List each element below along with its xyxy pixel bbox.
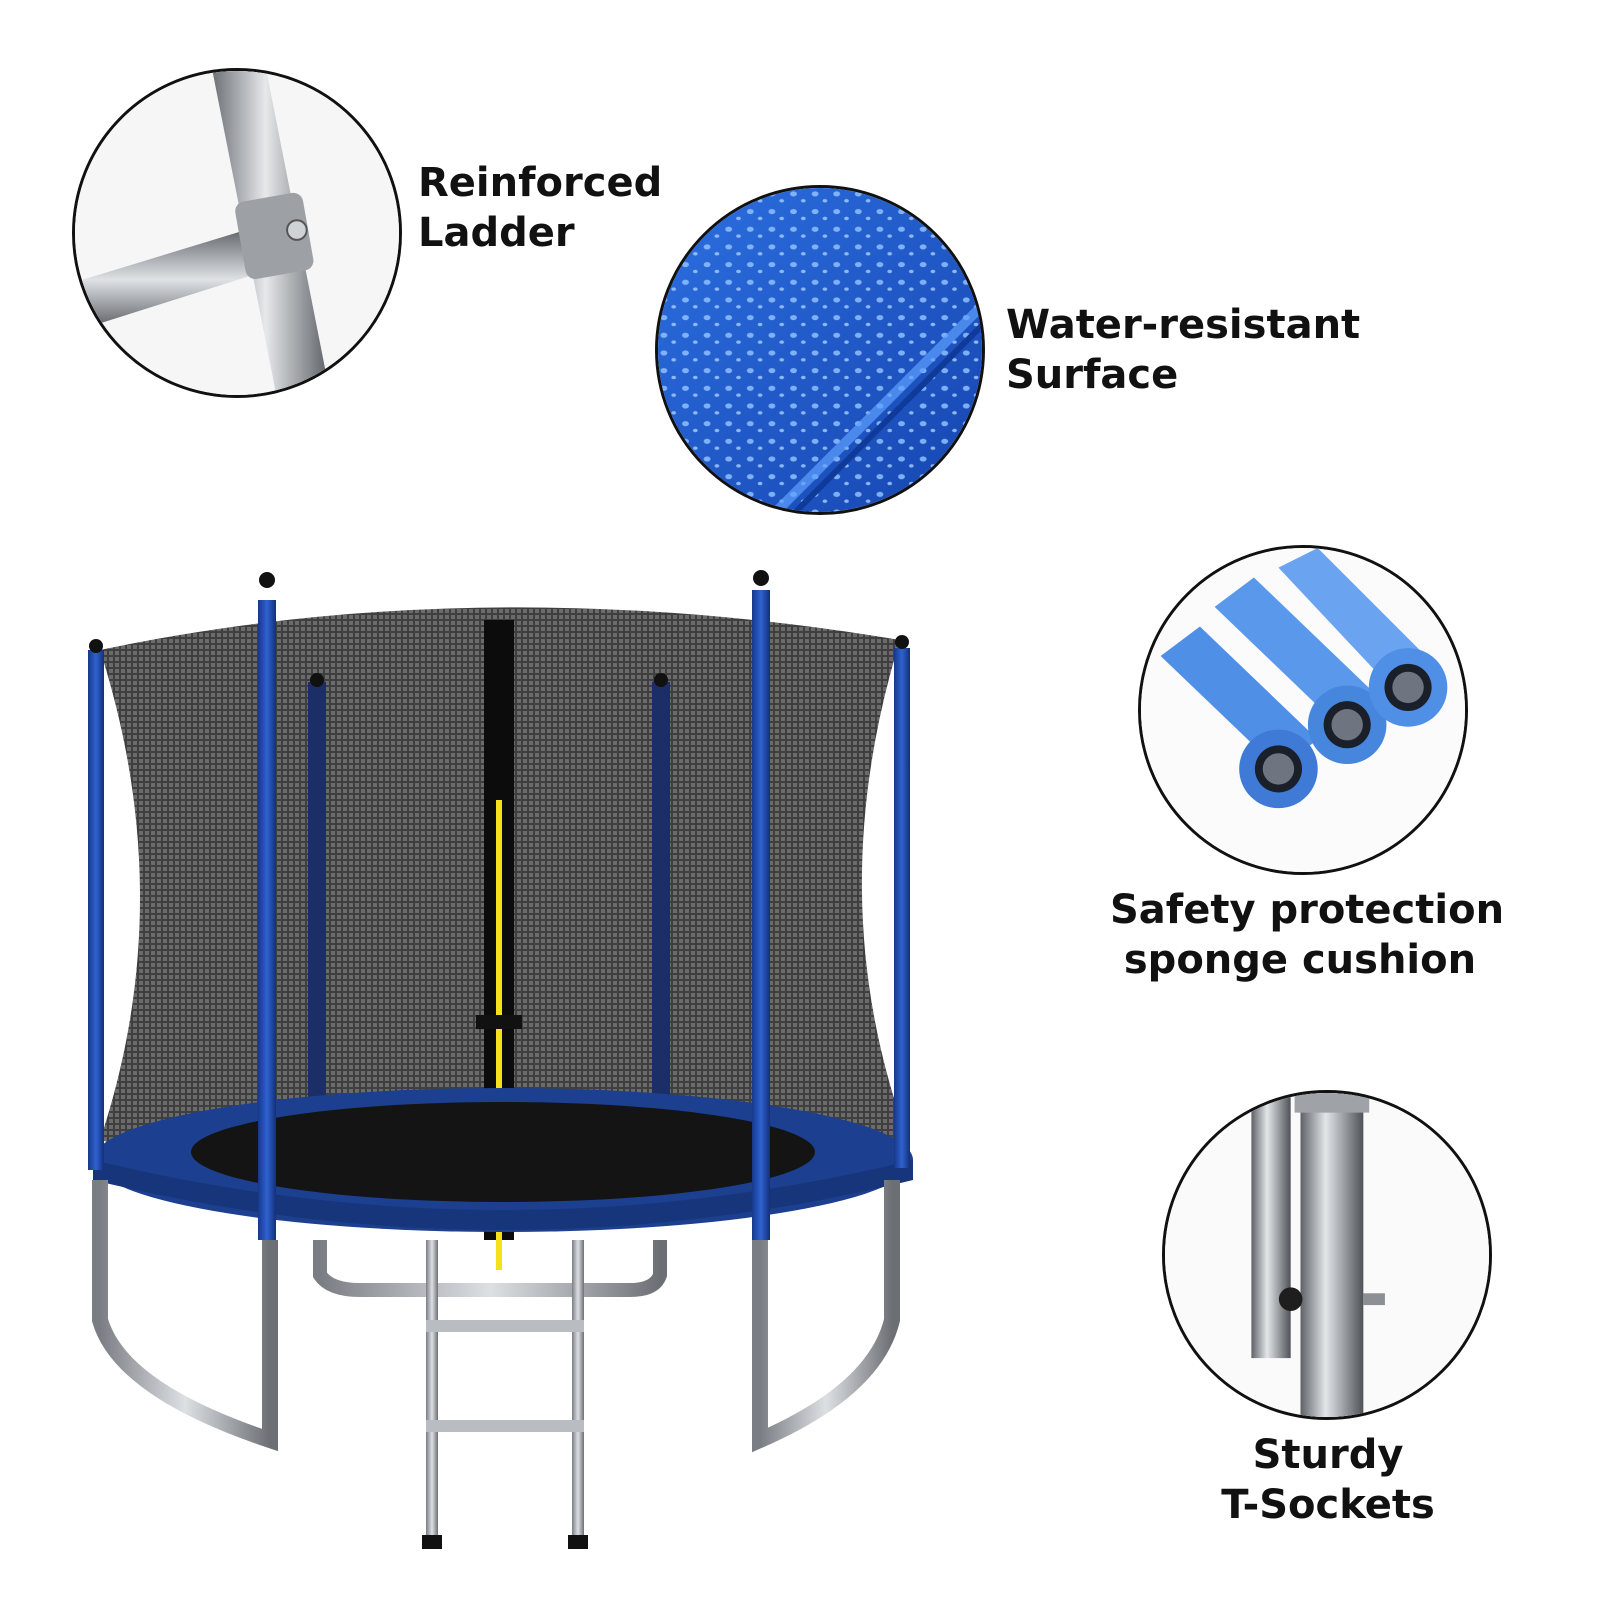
sponge-cushion-label: Safety protection sponge cushion [1110,885,1505,985]
sponge-cushion-line-1: Safety protection [1110,887,1505,933]
ladder-joint-icon [75,71,399,395]
water-resistant-line-1: Water-resistant [1006,302,1361,348]
trampoline-icon [88,570,913,1549]
t-sockets-callout [1162,1090,1492,1420]
reinforced-ladder-callout [72,68,402,398]
leg-left [92,1180,278,1452]
ladder [422,1240,588,1549]
sponge-cushion-callout [1138,545,1468,875]
water-resistant-label: Water-resistant Surface [1006,300,1360,400]
reinforced-ladder-label: Reinforced Ladder [418,158,662,258]
front-pole-1 [88,650,104,1170]
front-pole-2 [258,600,276,1240]
leg-right [752,1180,900,1453]
water-droplets-icon [658,188,982,512]
reinforced-ladder-line-2: Ladder [418,210,575,256]
back-pole-right [652,682,670,1122]
t-sockets-line-2: T-Sockets [1221,1482,1435,1528]
sponge-cushion-line-2: sponge cushion [1123,937,1477,983]
reinforced-ladder-line-1: Reinforced [418,160,663,206]
front-pole-3 [752,590,770,1240]
foam-tubes-icon [1141,548,1465,872]
leg-center [313,1240,667,1297]
trampoline-product-image [60,560,960,1590]
water-resistant-line-2: Surface [1006,352,1179,398]
t-sockets-label: Sturdy T-Sockets [1178,1430,1478,1530]
t-sockets-line-1: Sturdy [1252,1432,1404,1478]
back-pole-left [308,682,326,1122]
zipper [496,800,502,1270]
water-resistant-callout [655,185,985,515]
t-socket-icon [1165,1093,1489,1417]
front-pole-4 [894,648,910,1168]
